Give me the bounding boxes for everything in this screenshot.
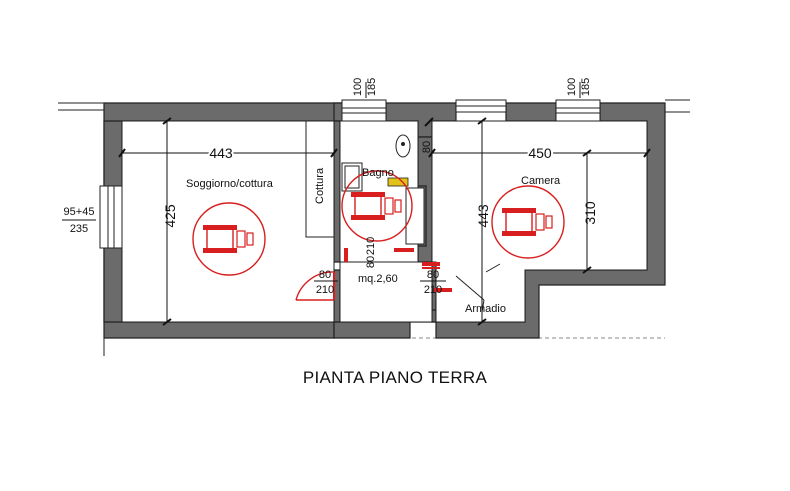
- window-bagno-h: 185: [366, 78, 378, 96]
- sink-icon: [341, 162, 363, 192]
- dim-soggiorno-height: 425: [162, 204, 178, 228]
- dim-camera-height: 310: [582, 201, 598, 225]
- bagno-label: Bagno: [362, 167, 394, 179]
- armadio-label: Armadio: [465, 303, 506, 315]
- window-bagno-w: 100: [352, 78, 364, 96]
- window-camera-w: 100: [566, 78, 578, 96]
- door-bagno-w: 80: [365, 256, 377, 268]
- dim-camera-width: 450: [528, 145, 552, 161]
- wheelchair-icon: [341, 170, 413, 242]
- wheelchair-icon: [491, 185, 565, 259]
- cottura-label: Cottura: [314, 167, 326, 204]
- door-soggiorno-h: 210: [316, 284, 334, 296]
- windows: [99, 99, 601, 249]
- window-left-top: 95+45: [64, 206, 95, 218]
- rooms: [121, 120, 648, 323]
- door-camera-h: 210: [424, 284, 442, 296]
- window-left-bottom: 235: [70, 223, 88, 235]
- door-camera-w: 80: [427, 269, 439, 281]
- bathroom-fixtures: [341, 134, 411, 192]
- disimpegno-area-label: mq.2,60: [358, 273, 398, 285]
- soggiorno-label: Soggiorno/cottura: [186, 178, 274, 190]
- door-bagno-h: 210: [365, 237, 377, 255]
- labels: Soggiorno/cottura Cottura Bagno Camera A…: [64, 78, 598, 315]
- door-swing-icon: [295, 248, 501, 313]
- wheelchair-icon: [192, 202, 266, 276]
- door-soggiorno-w: 80: [319, 269, 331, 281]
- dimension-lines: [62, 82, 651, 326]
- dim-bagno-wall: 80: [421, 141, 433, 153]
- dim-soggiorno-width: 443: [209, 145, 233, 161]
- kitchen-counter: [305, 120, 335, 238]
- toilet-icon: [395, 134, 411, 158]
- camera-label: Camera: [521, 175, 561, 187]
- window-camera-h: 185: [580, 78, 592, 96]
- plan-title: PIANTA PIANO TERRA: [302, 368, 488, 387]
- dim-corridor-length: 443: [475, 204, 491, 228]
